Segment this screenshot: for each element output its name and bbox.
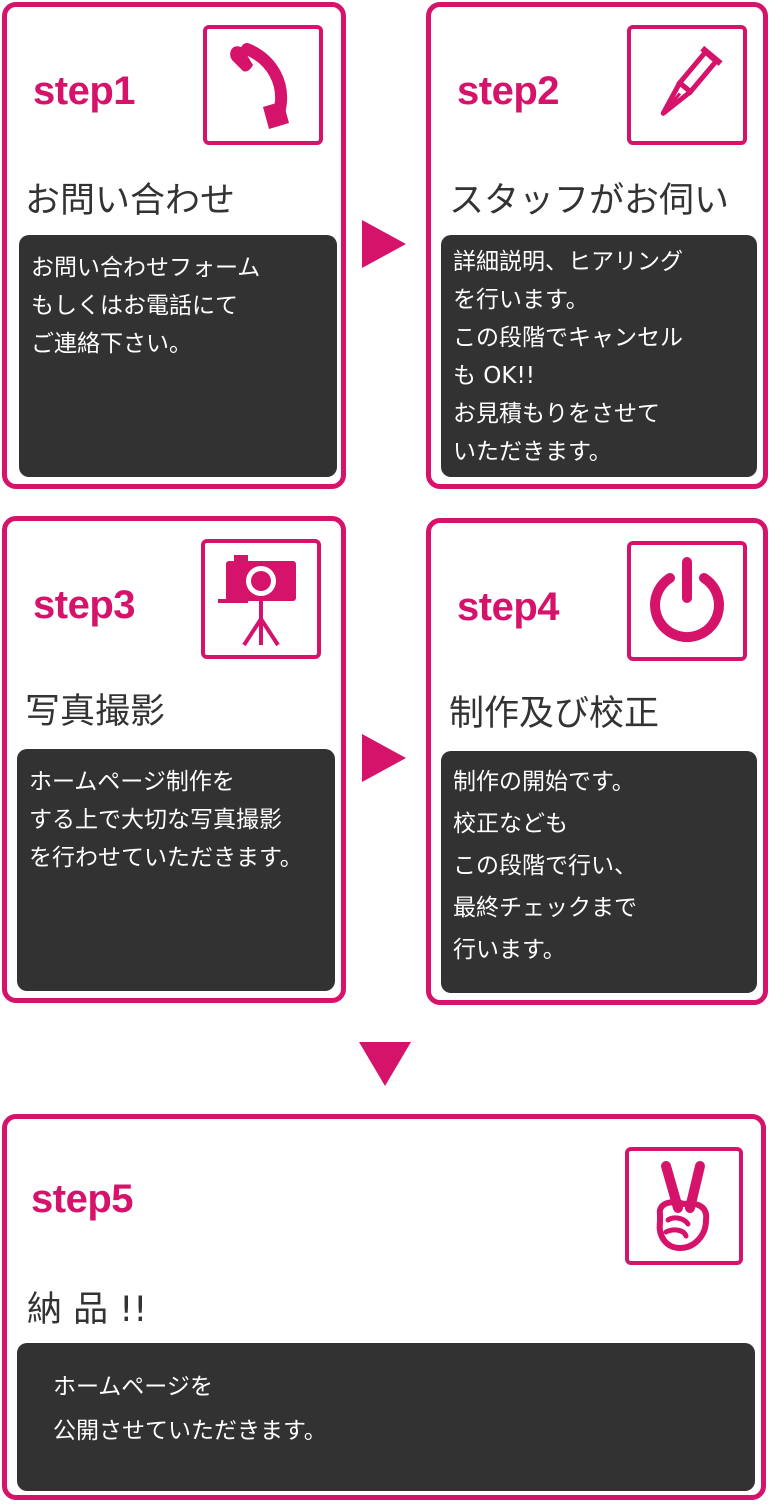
step3-card: step3 写真撮影 ホームページ制作を する上で大切な写真撮影 を行わせていた… xyxy=(2,516,346,1003)
step5-label: step5 xyxy=(31,1177,134,1221)
phone-icon xyxy=(230,43,289,129)
camera-icon xyxy=(218,555,296,647)
step5-title: 納 品 !! xyxy=(27,1290,148,1330)
step4-title: 制作及び校正 xyxy=(449,694,660,734)
step5-card: step5 納 品 !! ホームページを 公開させていただきます。 xyxy=(2,1114,766,1500)
step4-icon-box xyxy=(627,541,747,661)
step1-desc-line: ご連絡下さい。 xyxy=(31,331,192,357)
step1-desc-line: もしくはお電話にて xyxy=(31,293,238,319)
step1-title: お問い合わせ xyxy=(25,181,236,221)
step2-icon-box xyxy=(627,25,747,145)
step3-desc-line: する上で大切な写真撮影 xyxy=(29,807,282,833)
step4-desc-line: 校正なども xyxy=(453,811,568,837)
step2-desc-line: を行います。 xyxy=(453,287,589,313)
step2-desc-line: この段階でキャンセル xyxy=(453,325,683,351)
step4-card: step4 制作及び校正 制作の開始です。 校正なども この段階で行い、 最終チ… xyxy=(426,518,768,1005)
step1-description: お問い合わせフォーム もしくはお電話にて ご連絡下さい。 xyxy=(19,235,337,477)
step4-desc-line: この段階で行い、 xyxy=(453,853,637,879)
step4-label: step4 xyxy=(457,585,560,629)
arrow-right-icon xyxy=(362,220,406,268)
step4-desc-line: 行います。 xyxy=(453,937,566,963)
step2-desc-line: お見積もりをさせて xyxy=(453,401,660,427)
step1-label: step1 xyxy=(33,69,136,113)
step5-icon-box xyxy=(625,1147,743,1265)
arrow-right-icon xyxy=(362,734,406,782)
step5-desc-line: ホームページを xyxy=(53,1374,213,1400)
step2-description: 詳細説明、ヒアリング を行います。 この段階でキャンセル も OK!! お見積も… xyxy=(441,235,757,477)
step1-card: step1 お問い合わせ お問い合わせフォーム もしくはお電話にて ご連絡下さい… xyxy=(2,2,346,489)
step3-desc-line: を行わせていただきます。 xyxy=(29,845,303,871)
step4-desc-line: 最終チェックまで xyxy=(453,895,637,921)
step4-description: 制作の開始です。 校正なども この段階で行い、 最終チェックまで 行います。 xyxy=(441,751,757,993)
step2-title: スタッフがお伺い xyxy=(449,181,730,221)
pen-icon xyxy=(660,45,723,116)
step2-label: step2 xyxy=(457,69,560,113)
step1-icon-box xyxy=(203,25,323,145)
step2-desc-line: 詳細説明、ヒアリング xyxy=(453,249,683,275)
step3-icon-box xyxy=(201,539,321,659)
step1-desc-line: お問い合わせフォーム xyxy=(31,255,261,281)
arrow-down-icon xyxy=(359,1042,411,1086)
step5-desc-line: 公開させていただきます。 xyxy=(53,1418,327,1444)
step3-desc-line: ホームページ制作を xyxy=(29,769,235,795)
step3-description: ホームページ制作を する上で大切な写真撮影 を行わせていただきます。 xyxy=(17,749,335,991)
step4-desc-line: 制作の開始です。 xyxy=(453,769,635,795)
step2-desc-line: も OK!! xyxy=(453,363,535,389)
step2-card: step2 スタッフがお伺い 詳細説明、ヒアリング を行います。 この段階でキャ… xyxy=(426,2,768,489)
power-icon xyxy=(650,557,724,643)
step2-desc-line: いただきます。 xyxy=(453,439,612,465)
step5-description: ホームページを 公開させていただきます。 xyxy=(17,1343,755,1491)
peace-hand-icon xyxy=(656,1161,710,1252)
step3-title: 写真撮影 xyxy=(25,692,166,732)
step3-label: step3 xyxy=(33,583,136,627)
